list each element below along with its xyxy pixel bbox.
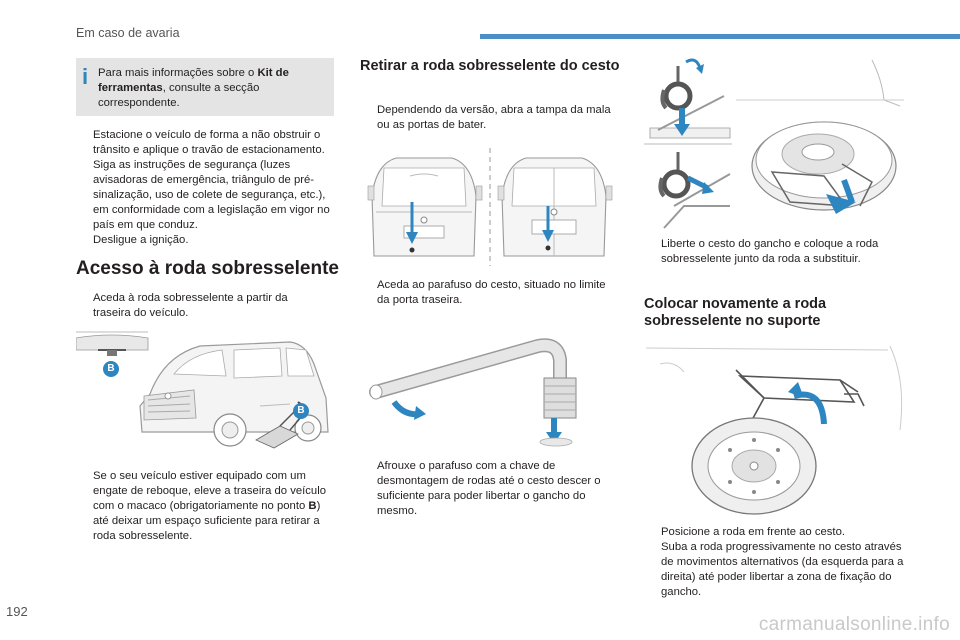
release-basket-step: Liberte o cesto do gancho e coloque a ro…	[644, 237, 904, 267]
tow-hitch-step: Se o seu veículo estiver equipado com um…	[76, 469, 338, 544]
section-title: Em caso de avaria	[76, 26, 180, 40]
refit-steps: Posicione a roda em frente ao cesto. Sub…	[644, 525, 906, 600]
watermark: carmanualsonline.info	[758, 614, 950, 635]
parking-steps: Estacione o veículo de forma a não obstr…	[76, 128, 338, 248]
list-item: Aceda ao parafuso do cesto, situado no l…	[377, 279, 606, 306]
list-item: Siga as instruções de segurança (luzes a…	[93, 159, 330, 231]
heading-spare-access: Acesso à roda sobresselente	[76, 258, 339, 279]
page-number: 192	[6, 604, 28, 619]
heading-remove-spare: Retirar a roda sobresselente do cesto	[360, 58, 620, 74]
basket-hook-insets-illustration	[644, 58, 732, 229]
callout-b-badge: B	[293, 403, 309, 419]
heading-refit-spare: Colocar novamente a roda sobresselente n…	[644, 296, 827, 329]
info-text: Para mais informações sobre o Kit de fer…	[98, 67, 289, 109]
van-front-illustration	[139, 341, 329, 449]
list-item: Aceda à roda sobresselente a partir da t…	[93, 292, 288, 319]
callout-b-badge: B	[103, 361, 119, 377]
access-screw-step: Aceda ao parafuso do cesto, situado no l…	[360, 278, 615, 308]
list-item: Posicione a roda em frente ao cesto.	[661, 526, 845, 538]
loosen-screw-step: Afrouxe o parafuso com a chave de desmon…	[360, 459, 620, 519]
list-item: Afrouxe o parafuso com a chave de desmon…	[377, 460, 601, 517]
list-item: Suba a roda progressivamente no cesto at…	[661, 541, 904, 598]
open-boot-step: Dependendo da versão, abra a tampa da ma…	[360, 103, 615, 133]
van-rear-views-illustration	[367, 148, 613, 266]
list-item: Se o seu veículo estiver equipado com um…	[93, 470, 327, 542]
list-item: Desligue a ignição.	[93, 234, 189, 246]
info-box	[76, 58, 334, 116]
list-item: Estacione o veículo de forma a não obstr…	[93, 129, 325, 156]
access-step: Aceda à roda sobresselente a partir da t…	[76, 291, 326, 321]
jack-point-inset-illustration	[76, 331, 149, 356]
spare-wheel-lowered-illustration	[736, 59, 904, 214]
list-item: Dependendo da versão, abra a tampa da ma…	[377, 104, 611, 131]
spare-wheel-refit-illustration	[645, 345, 903, 515]
list-item: Liberte o cesto do gancho e coloque a ro…	[661, 238, 879, 265]
info-icon: i	[82, 64, 89, 89]
header-accent-bar	[480, 34, 960, 39]
wheel-brace-illustration	[369, 338, 577, 447]
